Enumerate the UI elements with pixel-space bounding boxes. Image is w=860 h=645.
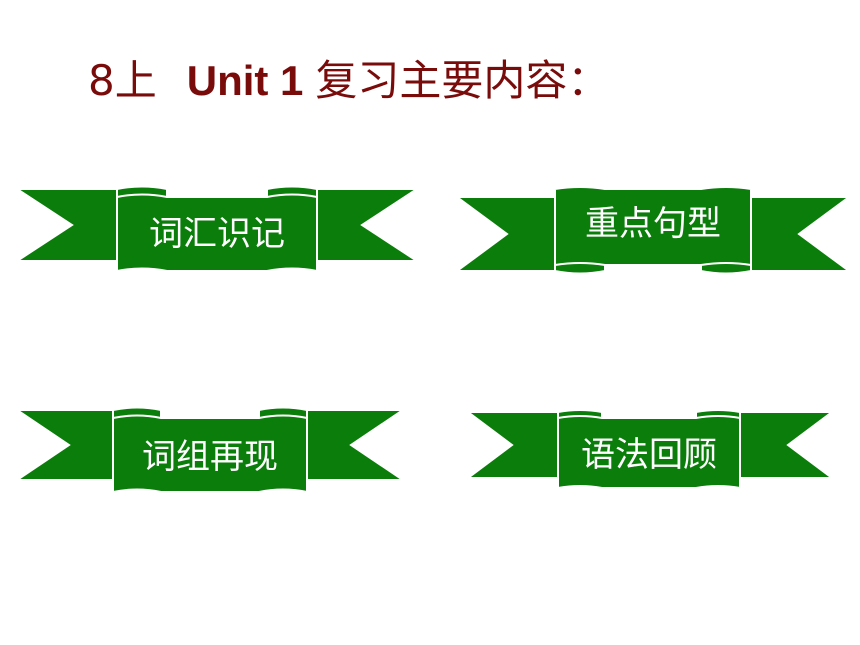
ribbon-grammar-shape (468, 409, 832, 490)
ribbon-phrases-label: 词组再现 (142, 437, 278, 477)
title-prefix: 8上 (88, 56, 157, 105)
ribbon-grammar[interactable]: 语法回顾 (468, 408, 832, 494)
title-suffix: 复习主要内容： (315, 56, 610, 105)
ribbon-phrases-shape (17, 406, 403, 494)
ribbon-key-sentences-shape (457, 186, 849, 275)
ribbon-vocabulary[interactable]: 词汇识记 (17, 185, 417, 278)
ribbon-key-sentences-label: 重点句型 (585, 204, 721, 244)
title-unit: Unit 1 (186, 57, 304, 104)
ribbon-vocabulary-label: 词汇识记 (149, 214, 285, 254)
ribbon-phrases[interactable]: 词组再现 (17, 406, 403, 498)
ribbon-vocabulary-shape (17, 185, 417, 273)
ribbon-key-sentences[interactable]: 重点句型 (457, 185, 849, 277)
ribbon-grammar-label: 语法回顾 (581, 435, 717, 475)
